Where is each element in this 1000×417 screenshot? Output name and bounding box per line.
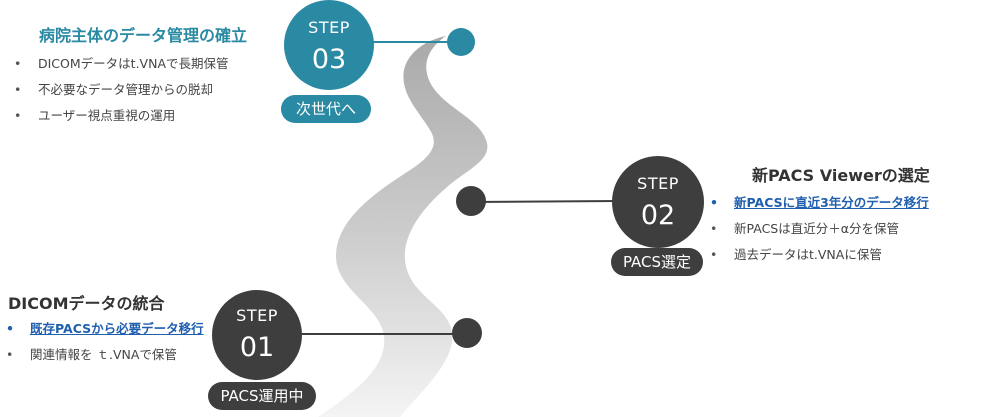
step03-circle: STEP 03 bbox=[284, 0, 374, 90]
step01-title: DICOMデータの統合 bbox=[8, 294, 165, 313]
step02-title: 新PACS Viewerの選定 bbox=[752, 166, 930, 185]
step03-bullet-list: •DICOMデータはt.VNAで長期保管 •不必要なデータ管理からの脱却 •ユー… bbox=[10, 54, 229, 132]
step03-title: 病院主体のデータ管理の確立 bbox=[39, 26, 248, 45]
step02-number: 02 bbox=[640, 200, 676, 231]
step02-circle: STEP 02 bbox=[612, 156, 704, 248]
road-node-step02 bbox=[456, 186, 486, 216]
step01-tag: PACS運用中 bbox=[208, 382, 316, 410]
road-node-step03 bbox=[447, 28, 475, 56]
step02-bullet-list: •新PACSに直近3年分のデータ移行 •新PACSは直近分＋α分を保管 •過去デ… bbox=[706, 193, 929, 271]
step03-tag: 次世代へ bbox=[281, 95, 371, 123]
bullet-dot-icon: • bbox=[710, 247, 718, 262]
step03-bullet-item: •不必要なデータ管理からの脱却 bbox=[10, 80, 229, 106]
bullet-dot-icon: • bbox=[710, 195, 718, 210]
step02-step-label: STEP bbox=[637, 174, 679, 193]
bullet-dot-icon: • bbox=[14, 108, 22, 123]
step02-tag: PACS選定 bbox=[611, 248, 703, 276]
step01-number: 01 bbox=[239, 332, 275, 363]
bullet-dot-icon: • bbox=[14, 82, 22, 97]
step03-bullet-item: •ユーザー視点重視の運用 bbox=[10, 106, 229, 132]
connector-line-step01 bbox=[298, 333, 468, 335]
step01-step-label: STEP bbox=[236, 306, 278, 325]
step02-bullet-item: •新PACSに直近3年分のデータ移行 bbox=[706, 193, 929, 219]
step03-step-label: STEP bbox=[308, 18, 350, 37]
bullet-dot-icon: • bbox=[14, 56, 22, 71]
bullet-dot-icon: • bbox=[6, 321, 14, 336]
bullet-dot-icon: • bbox=[710, 221, 718, 236]
step01-circle: STEP 01 bbox=[212, 290, 302, 380]
step01-bullet-item: •既存PACSから必要データ移行 bbox=[2, 319, 204, 345]
step03-bullet-item: •DICOMデータはt.VNAで長期保管 bbox=[10, 54, 229, 80]
step01-bullet-item: •関連情報を ｔ.VNAで保管 bbox=[2, 345, 204, 371]
road-node-step01 bbox=[452, 318, 482, 348]
connector-line-step03 bbox=[372, 41, 460, 43]
bullet-dot-icon: • bbox=[6, 347, 14, 362]
step02-bullet-item: •新PACSは直近分＋α分を保管 bbox=[706, 219, 929, 245]
step03-number: 03 bbox=[311, 44, 347, 75]
step01-bullet-list: •既存PACSから必要データ移行 •関連情報を ｔ.VNAで保管 bbox=[2, 319, 204, 371]
step02-bullet-item: •過去データはt.VNAに保管 bbox=[706, 245, 929, 271]
road-shape bbox=[318, 36, 488, 417]
